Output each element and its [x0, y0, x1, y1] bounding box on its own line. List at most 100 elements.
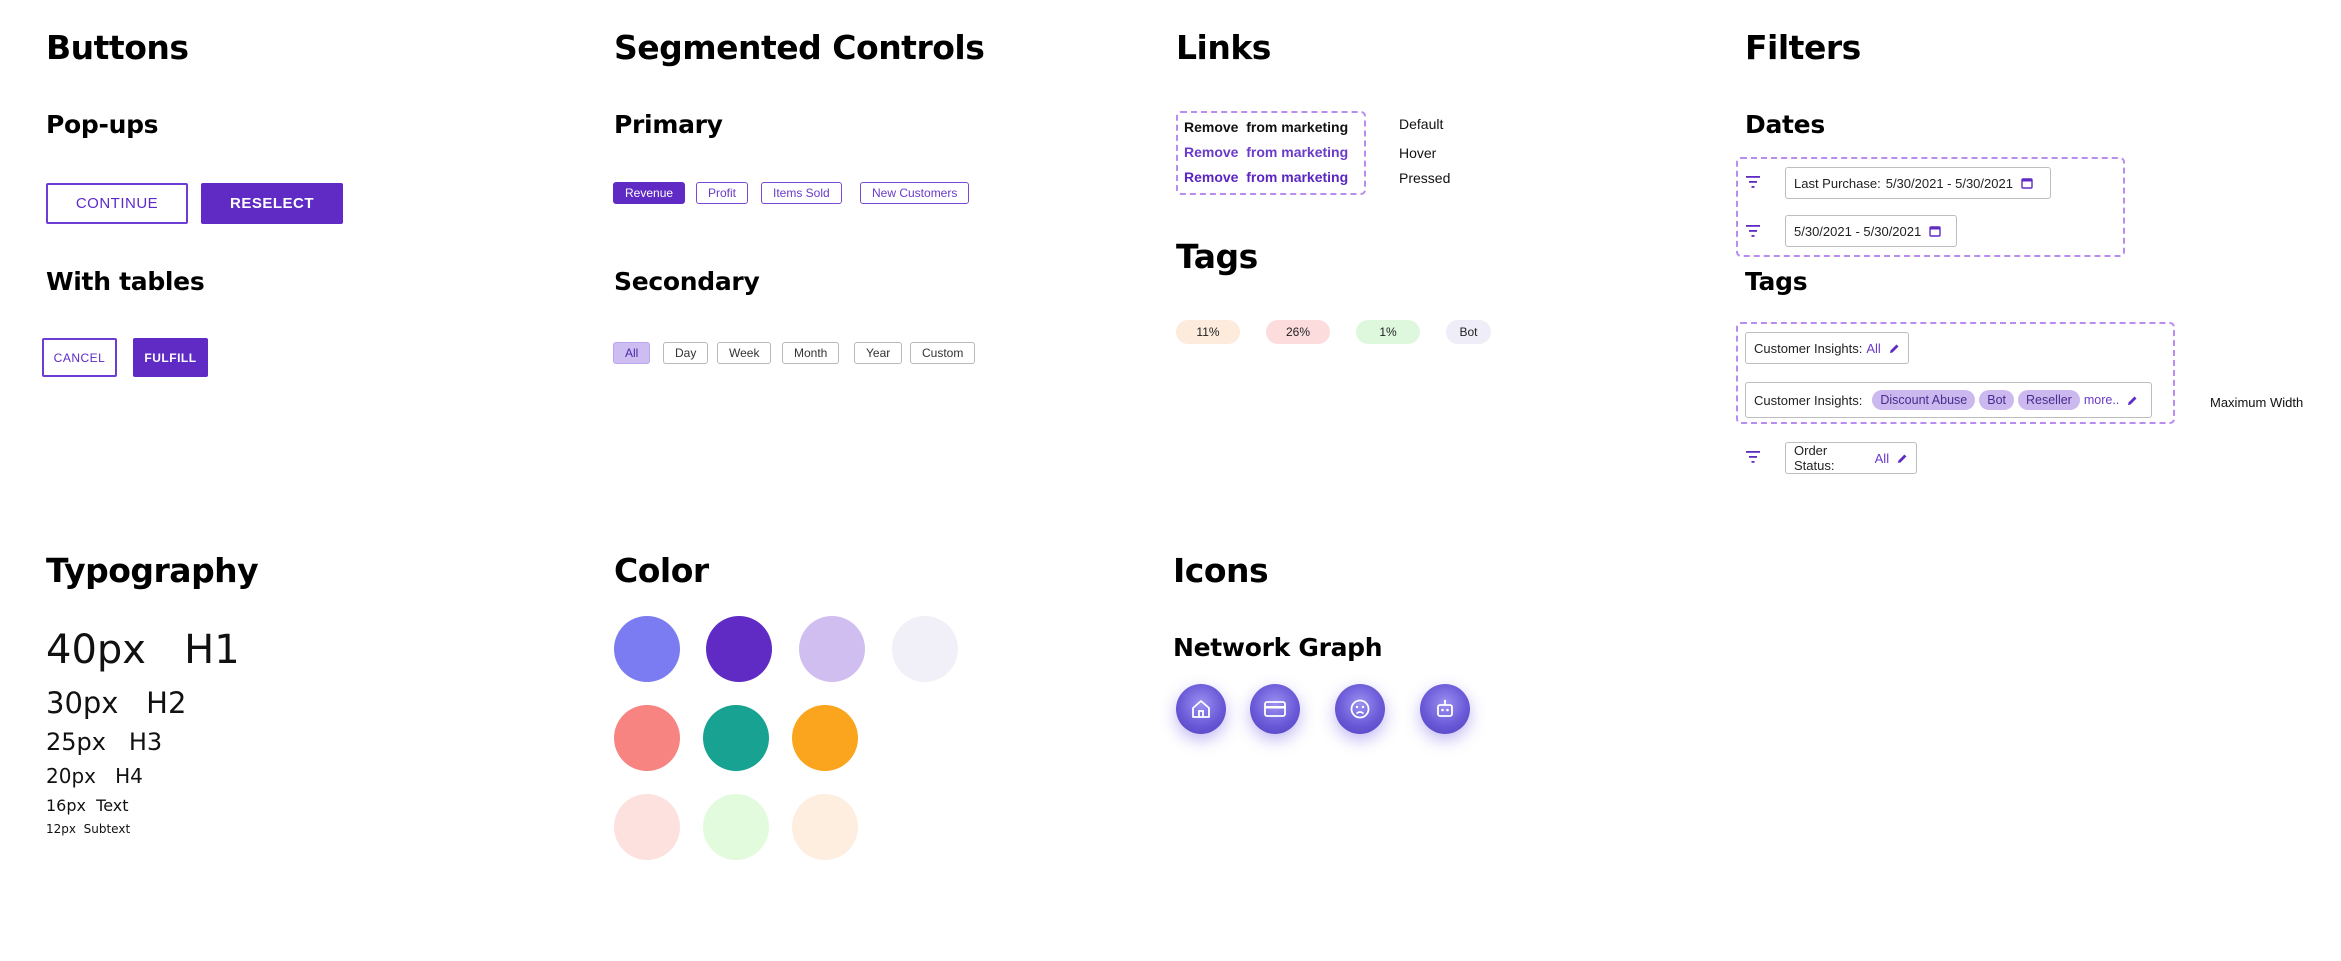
segmented-controls-title: Segmented Controls — [614, 28, 985, 67]
typo-h1-name: H1 — [184, 627, 240, 673]
typo-subtext-name: Subtext — [83, 822, 131, 836]
link-state-pressed: Pressed — [1399, 170, 1451, 186]
links-frame — [1176, 111, 1366, 195]
swatch-purple — [706, 616, 772, 682]
fulfill-button[interactable]: FULFILL — [133, 338, 208, 377]
last-purchase-value: 5/30/2021 - 5/30/2021 — [1885, 175, 2013, 191]
typo-text: 16px Text — [46, 796, 129, 815]
buttons-section-title: Buttons — [46, 28, 189, 67]
typo-h1: 40px H1 — [46, 627, 240, 673]
with-tables-title: With tables — [46, 267, 205, 296]
reselect-button[interactable]: RESELECT — [201, 183, 343, 224]
pill-discount-abuse: Discount Abuse — [1872, 390, 1976, 410]
cancel-button[interactable]: CANCEL — [42, 338, 117, 377]
tag-bot: Bot — [1446, 320, 1491, 344]
links-title: Links — [1176, 28, 1271, 67]
segment-week[interactable]: Week — [717, 342, 772, 364]
swatch-orange — [792, 705, 858, 771]
typo-h3: 25px H3 — [46, 728, 162, 756]
swatch-lavender — [799, 616, 865, 682]
network-graph-title: Network Graph — [1173, 633, 1383, 662]
segment-items-sold[interactable]: Items Sold — [761, 182, 842, 204]
swatch-coral — [614, 705, 680, 771]
continue-button[interactable]: CONTINUE — [46, 183, 188, 224]
typo-h2-size: 30px — [46, 686, 119, 720]
calendar-icon — [1929, 226, 1941, 237]
filter-icon[interactable] — [1745, 224, 1761, 238]
segment-profit[interactable]: Profit — [696, 182, 749, 204]
network-node-robot[interactable] — [1420, 684, 1470, 734]
filter-icon[interactable] — [1745, 175, 1761, 189]
customer-insights-value: All — [1866, 340, 1881, 356]
segment-day[interactable]: Day — [663, 342, 709, 364]
pill-reseller: Reseller — [2018, 390, 2080, 410]
last-purchase-filter[interactable]: Last Purchase: 5/30/2021 - 5/30/2021 — [1785, 167, 2051, 199]
order-status-label: Order Status: — [1794, 443, 1835, 473]
typo-h4-size: 20px — [46, 764, 96, 788]
tags-title: Tags — [1176, 237, 1258, 276]
date-range-filter[interactable]: 5/30/2021 - 5/30/2021 — [1785, 215, 1957, 247]
typo-subtext-size: 12px — [46, 822, 76, 836]
icons-title: Icons — [1173, 551, 1269, 590]
typography-title: Typography — [46, 551, 259, 590]
typo-subtext: 12px Subtext — [46, 822, 130, 836]
typo-h1-size: 40px — [46, 627, 146, 673]
filters-title: Filters — [1745, 28, 1861, 67]
segment-all[interactable]: All — [613, 342, 651, 364]
swatch-teal — [703, 705, 769, 771]
link-default[interactable]: Remove from marketing — [1184, 119, 1349, 135]
dates-title: Dates — [1745, 110, 1825, 139]
pill-bot: Bot — [1979, 390, 2014, 410]
tags-filter-frame — [1736, 322, 2175, 424]
color-title: Color — [614, 551, 709, 590]
segment-month[interactable]: Month — [782, 342, 840, 364]
typo-h4-name: H4 — [115, 764, 143, 788]
segment-custom[interactable]: Custom — [910, 342, 976, 364]
maximum-width-label: Maximum Width — [2210, 395, 2304, 410]
customer-insights-label-2: Customer Insights: — [1754, 392, 1863, 408]
pencil-icon[interactable] — [1897, 453, 1908, 464]
customer-insights-filter[interactable]: Customer Insights: All — [1745, 332, 1909, 364]
order-status-filter[interactable]: Order Status: All — [1785, 442, 1917, 474]
sad-face-icon — [1350, 699, 1370, 719]
swatch-pink-light — [614, 794, 680, 860]
swatch-green-light — [703, 794, 769, 860]
network-node-sad[interactable] — [1335, 684, 1385, 734]
popups-title: Pop-ups — [46, 110, 159, 139]
secondary-title: Secondary — [614, 267, 760, 296]
dates-frame — [1736, 157, 2125, 257]
last-purchase-label: Last Purchase: — [1794, 175, 1881, 191]
typo-h2-name: H2 — [146, 686, 187, 720]
pencil-icon[interactable] — [1889, 343, 1900, 354]
customer-insights-max-filter[interactable]: Customer Insights: Discount Abuse Bot Re… — [1745, 382, 2152, 418]
swatch-lilac-white — [892, 616, 958, 682]
typo-h4: 20px H4 — [46, 764, 143, 788]
link-state-default: Default — [1399, 116, 1444, 132]
typo-h3-name: H3 — [128, 728, 163, 756]
tag-11: 11% — [1176, 320, 1240, 344]
pencil-icon[interactable] — [2127, 395, 2138, 406]
segment-revenue[interactable]: Revenue — [613, 182, 686, 204]
primary-title: Primary — [614, 110, 723, 139]
more-link[interactable]: more.. — [2083, 393, 2120, 407]
filter-icon[interactable] — [1745, 450, 1761, 464]
typo-text-size: 16px — [46, 796, 86, 815]
network-node-card[interactable] — [1250, 684, 1300, 734]
swatch-peach-light — [792, 794, 858, 860]
link-hover[interactable]: Remove from marketing — [1184, 144, 1349, 160]
filter-tags-title: Tags — [1745, 267, 1808, 296]
link-pressed[interactable]: Remove from marketing — [1184, 169, 1349, 185]
segment-year[interactable]: Year — [854, 342, 903, 364]
link-state-hover: Hover — [1399, 145, 1437, 161]
tag-1: 1% — [1356, 320, 1420, 344]
network-node-home[interactable] — [1176, 684, 1226, 734]
customer-insights-label: Customer Insights: — [1754, 340, 1863, 356]
segment-new-customers[interactable]: New Customers — [860, 182, 970, 204]
tag-26: 26% — [1266, 320, 1330, 344]
typo-h3-size: 25px — [46, 728, 106, 756]
credit-card-icon — [1264, 701, 1286, 717]
swatch-periwinkle — [614, 616, 680, 682]
typo-h2: 30px H2 — [46, 686, 186, 720]
robot-icon — [1437, 699, 1453, 717]
calendar-icon — [2021, 178, 2033, 189]
